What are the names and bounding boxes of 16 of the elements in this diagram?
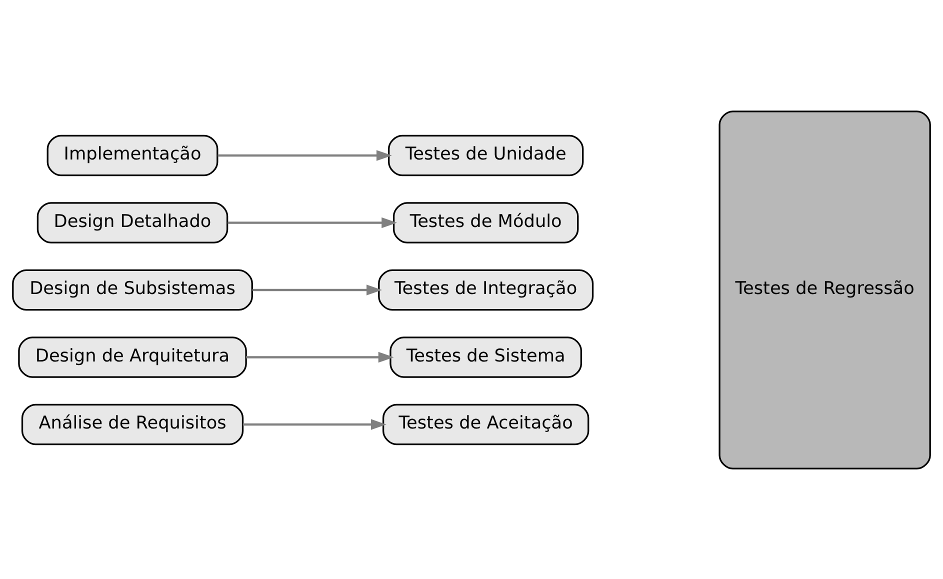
node-box: Testes de Aceitação (382, 403, 590, 445)
arrow (246, 351, 394, 362)
arrow (242, 418, 386, 430)
node-box: Testes de Sistema (390, 336, 582, 378)
node-box: Testes de Integração (378, 268, 594, 310)
node-box: Testes de Unidade (388, 134, 584, 176)
node-box: Análise de Requisitos (21, 403, 244, 445)
node-box: Design de Subsistemas (12, 268, 253, 310)
arrow (228, 216, 398, 228)
node-box: Implementação (46, 134, 218, 176)
node-box: Design de Arquitetura (18, 336, 247, 378)
arrow (252, 284, 382, 295)
node-box: Testes de Regressão (718, 110, 931, 469)
node-box: Design Detalhado (36, 202, 228, 243)
node-box: Testes de Módulo (392, 202, 579, 243)
arrow (218, 150, 392, 160)
